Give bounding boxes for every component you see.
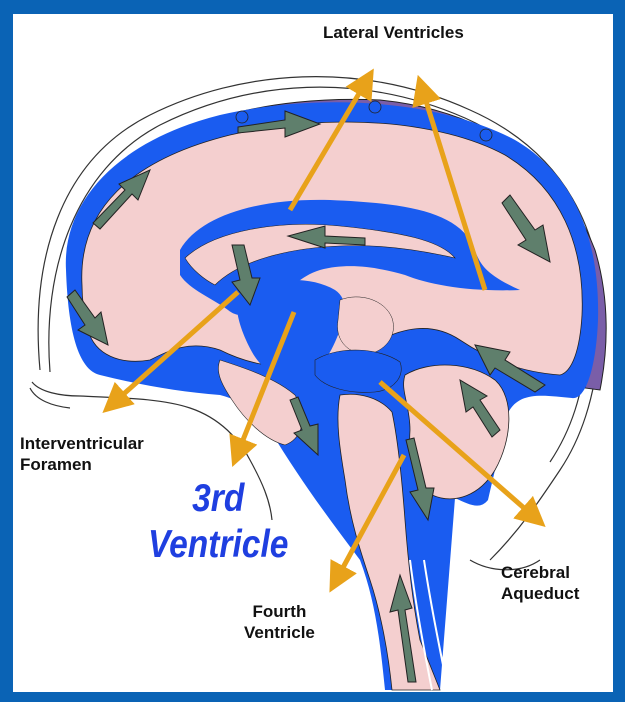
- diagram-frame: Lateral Ventricles Interventricular Fora…: [13, 14, 613, 692]
- label-third-ventricle: 3rd Ventricle: [148, 476, 288, 568]
- label-cerebral-aqueduct: Cerebral Aqueduct: [501, 562, 579, 604]
- label-fourth-ventricle: Fourth Ventricle: [244, 601, 315, 643]
- label-lateral-ventricles: Lateral Ventricles: [323, 22, 464, 43]
- label-interventricular-foramen: Interventricular Foramen: [20, 433, 144, 475]
